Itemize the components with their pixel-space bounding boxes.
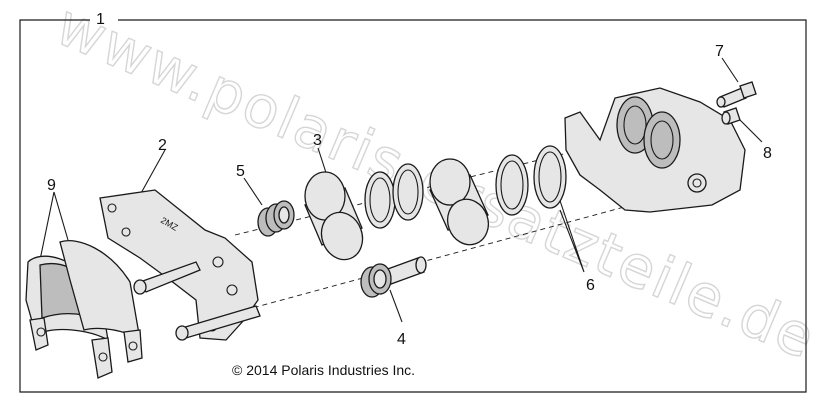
axis-line-upper	[234, 139, 621, 236]
axis-line-lower	[244, 199, 651, 311]
seal-ring-set-a	[364, 163, 424, 229]
caliper-piston	[304, 171, 364, 261]
seal-ring-b1-inner	[500, 160, 524, 210]
bleeder-hex	[739, 81, 757, 99]
copyright-notice: © 2014 Polaris Industries Inc.	[232, 362, 415, 378]
pin-boot-end	[278, 206, 290, 224]
bleeder-screw	[716, 81, 757, 108]
callout-3: 3	[313, 132, 322, 149]
brake-pad-set	[25, 240, 143, 379]
bleeder-cap-end	[721, 111, 731, 125]
piston-2-face-front	[446, 198, 490, 246]
bracket-hole-2	[121, 227, 131, 237]
caliper-housing	[564, 87, 746, 213]
leader-line-4	[389, 289, 403, 323]
leader-line-5	[243, 177, 263, 206]
slide-pin	[360, 256, 427, 298]
caliper-piston-2	[429, 158, 490, 246]
seal-ring-b2	[533, 145, 567, 209]
leader-line-2	[139, 149, 166, 196]
seal-ring-b1	[495, 154, 529, 216]
seal-ring-b2-inner	[538, 151, 562, 203]
slide-pin-tip	[415, 256, 427, 274]
assembly-frame	[19, 19, 807, 393]
bracket-hole-3	[212, 256, 224, 268]
housing-boss	[687, 173, 707, 193]
callout-7: 7	[715, 43, 724, 60]
bleeder-tip	[716, 96, 726, 108]
pin-boot	[257, 200, 295, 237]
caliper-bracket: 2MZ	[99, 189, 261, 341]
callout-6: 6	[586, 277, 595, 294]
brake-pad-tab-right	[123, 329, 143, 363]
leader-line-9	[39, 191, 69, 261]
callout-1: 1	[96, 11, 105, 28]
callout-9: 9	[47, 177, 56, 194]
bracket-pin-lower-end	[175, 325, 189, 341]
brake-pad-hole-right	[128, 341, 138, 351]
housing-boss-hole	[692, 178, 702, 188]
brake-pad-inner	[59, 240, 141, 342]
bracket-plate	[99, 189, 259, 341]
callout-8: 8	[763, 145, 772, 162]
bracket-pin-upper-end	[133, 279, 147, 295]
callout-4: 4	[397, 331, 406, 348]
piston-2-face-back	[429, 158, 471, 206]
callout-2: 2	[158, 137, 167, 154]
seal-ring-set-b	[495, 145, 567, 216]
leader-line-7	[721, 57, 739, 83]
leader-line-8	[739, 119, 763, 143]
brake-pad-hole-left	[36, 327, 46, 337]
brake-pad-hole-mid	[98, 352, 108, 362]
brake-pad-tab-mid	[91, 337, 113, 379]
piston-face-front	[320, 211, 364, 261]
brake-pad-tab-left	[29, 317, 49, 351]
housing-bore-2-inner	[650, 120, 674, 160]
housing-bore-1-inner	[623, 105, 647, 145]
seal-ring-a2-inner	[397, 169, 419, 215]
bracket-hole-1	[107, 203, 117, 213]
callout-5: 5	[236, 163, 245, 180]
slide-pin-boot-end	[373, 269, 387, 289]
bleeder-cap	[721, 107, 741, 125]
bracket-hole-4	[226, 284, 238, 296]
housing-bore-2	[643, 111, 681, 169]
seal-ring-a1-inner	[369, 177, 391, 223]
